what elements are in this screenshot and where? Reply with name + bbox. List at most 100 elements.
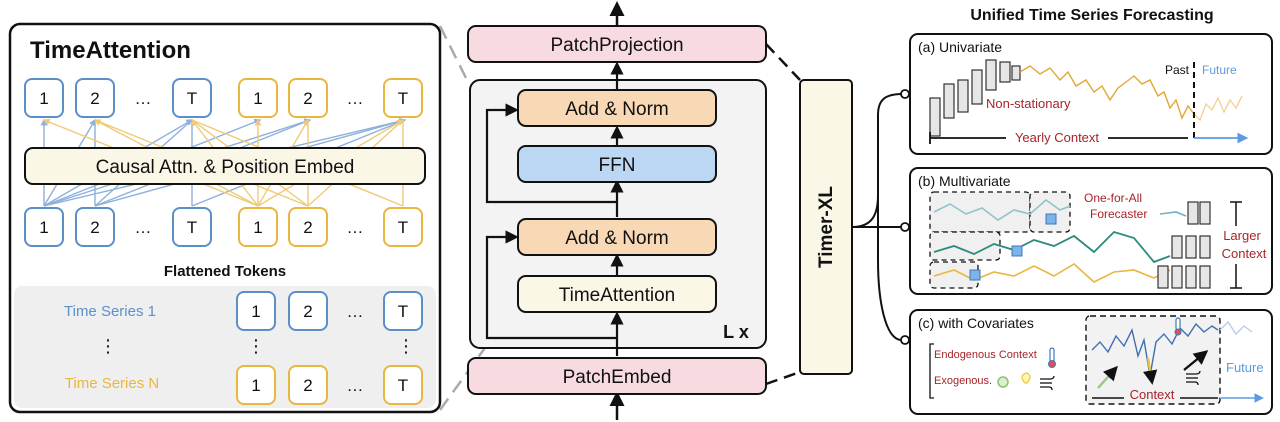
token-bottom-2-label: 2: [90, 218, 99, 237]
patch-embed-block: [467, 357, 767, 395]
future-label: Future: [1202, 63, 1237, 77]
series-n-token-2: [288, 365, 328, 405]
top-token-row: 1 2 … T 1 2 … T: [24, 78, 423, 118]
one-for-all-label: One-for-All: [1084, 191, 1142, 205]
token-top-ellipsis-2: …: [347, 89, 364, 108]
zoom-connectors: [438, 25, 518, 411]
multivariate-series-1: [933, 198, 1071, 221]
output-brace: [851, 93, 903, 341]
univariate-panel: (a) Univariate Non-stationary Past Futur…: [909, 33, 1273, 155]
multivariate-label: (b) Multivariate: [918, 173, 1011, 189]
token-top-nt: [383, 78, 423, 118]
token-top-n2-label: 2: [303, 89, 312, 108]
covariates-label: (c) with Covariates: [918, 315, 1034, 331]
token-top-t: [172, 78, 212, 118]
yearly-context-label: Yearly Context: [1015, 130, 1099, 145]
causal-attention-block: [24, 147, 426, 185]
forecaster-label: Forecaster: [1090, 207, 1147, 221]
series-n-label: Time Series N: [65, 375, 159, 392]
timer-xl-section: Timer-XL: [765, 43, 910, 386]
token-bottom-nt-label: T: [398, 218, 408, 237]
series-vertical-dots: ⋮ ⋮: [247, 336, 415, 356]
covariates-future-label: Future: [1226, 360, 1264, 375]
patch-embed-label: PatchEmbed: [563, 367, 672, 388]
token-top-2-label: 2: [90, 89, 99, 108]
series-n-token-t-label: T: [398, 376, 408, 395]
token-top-n1: [238, 78, 278, 118]
token-top-n2: [288, 78, 328, 118]
time-attention-title: TimeAttention: [30, 37, 191, 64]
flattened-tokens-label: Flattened Tokens: [164, 263, 286, 280]
endogenous-label: Endogenous Context: [934, 349, 1037, 361]
covariates-context-label: Context: [1130, 387, 1175, 402]
token-bottom-n2: [288, 207, 328, 247]
series-1-token-2: [288, 291, 328, 331]
series-1-token-row: 1 2 … T: [236, 291, 423, 331]
series-section: [14, 286, 436, 408]
time-attention-panel: TimeAttention: [8, 22, 442, 414]
thermometer-icon: [1048, 347, 1056, 368]
series-1-token-1: [236, 291, 276, 331]
time-attention-block-label: TimeAttention: [559, 285, 676, 306]
token-bottom-t-label: T: [187, 218, 197, 237]
svg-text:⋮: ⋮: [247, 336, 265, 356]
univariate-history-line: [1019, 65, 1195, 120]
univariate-label: (a) Univariate: [918, 39, 1002, 55]
series-1-ellipsis: …: [347, 302, 364, 321]
token-top-1: [24, 78, 64, 118]
multivariate-panel: (b) Multivariate One-for-All Forecaster: [909, 167, 1273, 295]
token-bottom-1: [24, 207, 64, 247]
patch-projection-label: PatchProjection: [550, 35, 683, 56]
time-attention-block: [517, 275, 717, 313]
non-stationary-label: Non-stationary: [986, 96, 1071, 111]
series-vertical-dots-label: ⋮: [99, 336, 117, 356]
add-norm-bottom-label: Add & Norm: [565, 228, 668, 249]
bottom-token-row: 1 2 … T 1 2 … T: [24, 207, 423, 247]
series-1-token-t-label: T: [398, 302, 408, 321]
token-top-t-label: T: [187, 89, 197, 108]
univariate-future-line: [1193, 95, 1243, 122]
series-1-token-1-label: 1: [251, 302, 260, 321]
causal-attention-label: Causal Attn. & Position Embed: [96, 157, 355, 178]
series-1-label: Time Series 1: [64, 303, 156, 320]
bulb-icon: [1021, 372, 1031, 384]
architecture-stack: PatchProjection L x Add & Norm FFN Add &…: [467, 1, 767, 420]
token-bottom-nt: [383, 207, 423, 247]
series-n-token-row: 1 2 … T: [236, 365, 423, 405]
add-norm-bottom-block: [517, 218, 717, 256]
series-1-token-t: [383, 291, 423, 331]
token-bottom-ellipsis-2: …: [347, 218, 364, 237]
token-top-1-label: 1: [39, 89, 48, 108]
wind-icon: [1040, 375, 1055, 391]
covariates-panel: (c) with Covariates Endogenous Context E…: [909, 309, 1273, 415]
past-label: Past: [1165, 63, 1190, 77]
series-n-token-1-label: 1: [251, 376, 260, 395]
token-top-nt-label: T: [398, 89, 408, 108]
ffn-block: [517, 145, 717, 183]
token-bottom-1-label: 1: [39, 218, 48, 237]
exogenous-label: Exogenous.: [934, 375, 992, 387]
timer-xl-label: Timer-XL: [816, 186, 837, 268]
token-top-n1-label: 1: [253, 89, 262, 108]
wind-icon-context: [1186, 370, 1201, 386]
sun-icon: [997, 376, 1009, 388]
token-bottom-n1-label: 1: [253, 218, 262, 237]
token-top-ellipsis-1: …: [135, 89, 152, 108]
multivariate-forecast-patches: [1157, 201, 1211, 289]
token-bottom-ellipsis-1: …: [135, 218, 152, 237]
ffn-label: FFN: [599, 155, 636, 176]
series-n-token-t: [383, 365, 423, 405]
series-n-ellipsis: …: [347, 376, 364, 395]
larger-context-label: Context: [1222, 246, 1267, 261]
svg-text:⋮: ⋮: [397, 336, 415, 356]
series-n-token-1: [236, 365, 276, 405]
token-bottom-2: [75, 207, 115, 247]
series-n-token-2-label: 2: [303, 376, 312, 395]
token-top-2: [75, 78, 115, 118]
series-1-token-2-label: 2: [303, 302, 312, 321]
multivariate-series-2: [933, 230, 1171, 264]
token-bottom-n1: [238, 207, 278, 247]
add-norm-top-label: Add & Norm: [565, 99, 668, 120]
repeat-label: L x: [723, 322, 749, 342]
larger-label: Larger: [1223, 228, 1261, 243]
